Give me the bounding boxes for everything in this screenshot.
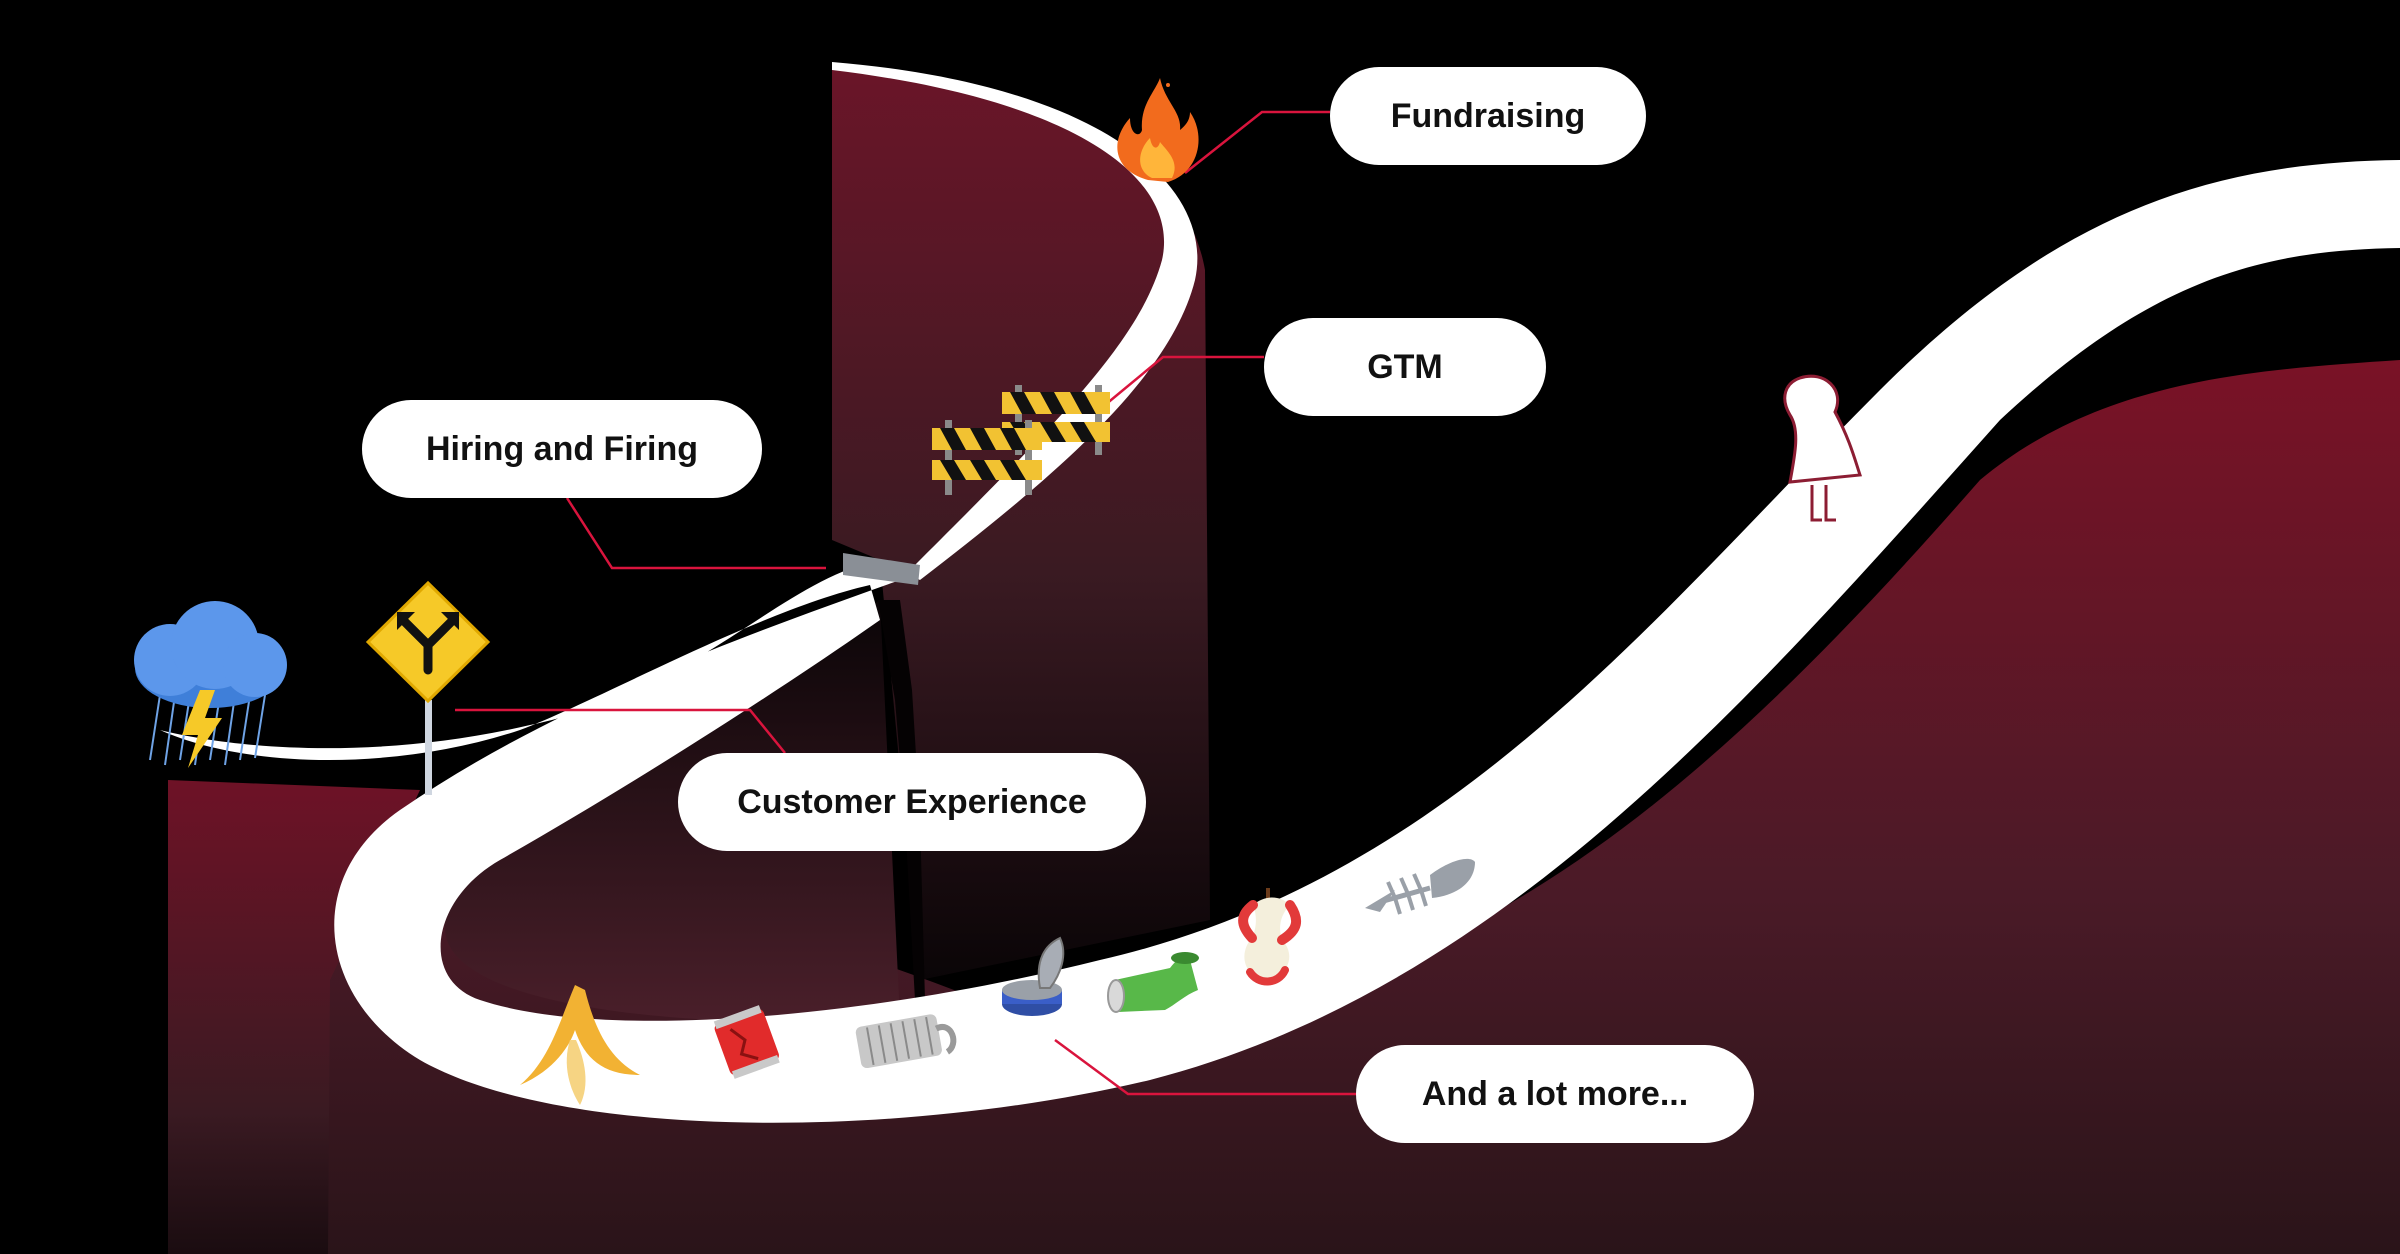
- barricade-icon: [932, 385, 1110, 495]
- connector-hiring: [565, 497, 826, 570]
- fish-bone-icon: [1365, 858, 1475, 915]
- gtm-label: GTM: [1264, 318, 1546, 416]
- connector-cx: [455, 708, 786, 754]
- apple-core-icon: [1238, 888, 1302, 986]
- fork-road-sign-icon: [365, 580, 491, 795]
- banana-peel-icon: [520, 985, 640, 1105]
- tall-pillar: [832, 70, 1210, 980]
- pillar-crack: [878, 600, 925, 1000]
- open-tuna-can-icon: [1002, 936, 1065, 1016]
- storm-cloud-icon: [134, 601, 287, 768]
- connector-more: [1054, 1038, 1356, 1096]
- tin-can-icon: [855, 1014, 957, 1069]
- fundraising-label: Fundraising: [1330, 67, 1646, 165]
- customer-experience-label: Customer Experience: [678, 753, 1146, 851]
- bent-can-icon: [1107, 952, 1199, 1013]
- road-step: [843, 553, 920, 585]
- connector-lines: [455, 110, 1356, 1096]
- connector-fundraising: [1184, 110, 1330, 174]
- fire-icon: [1117, 78, 1199, 182]
- and-a-lot-more-label: And a lot more...: [1356, 1045, 1754, 1143]
- inner-hollow: [444, 600, 900, 1023]
- connector-gtm: [1104, 355, 1264, 406]
- hiring-and-firing-label: Hiring and Firing: [362, 400, 762, 498]
- crushed-can-icon: [713, 1005, 780, 1079]
- hooded-figure-icon: [1783, 374, 1863, 522]
